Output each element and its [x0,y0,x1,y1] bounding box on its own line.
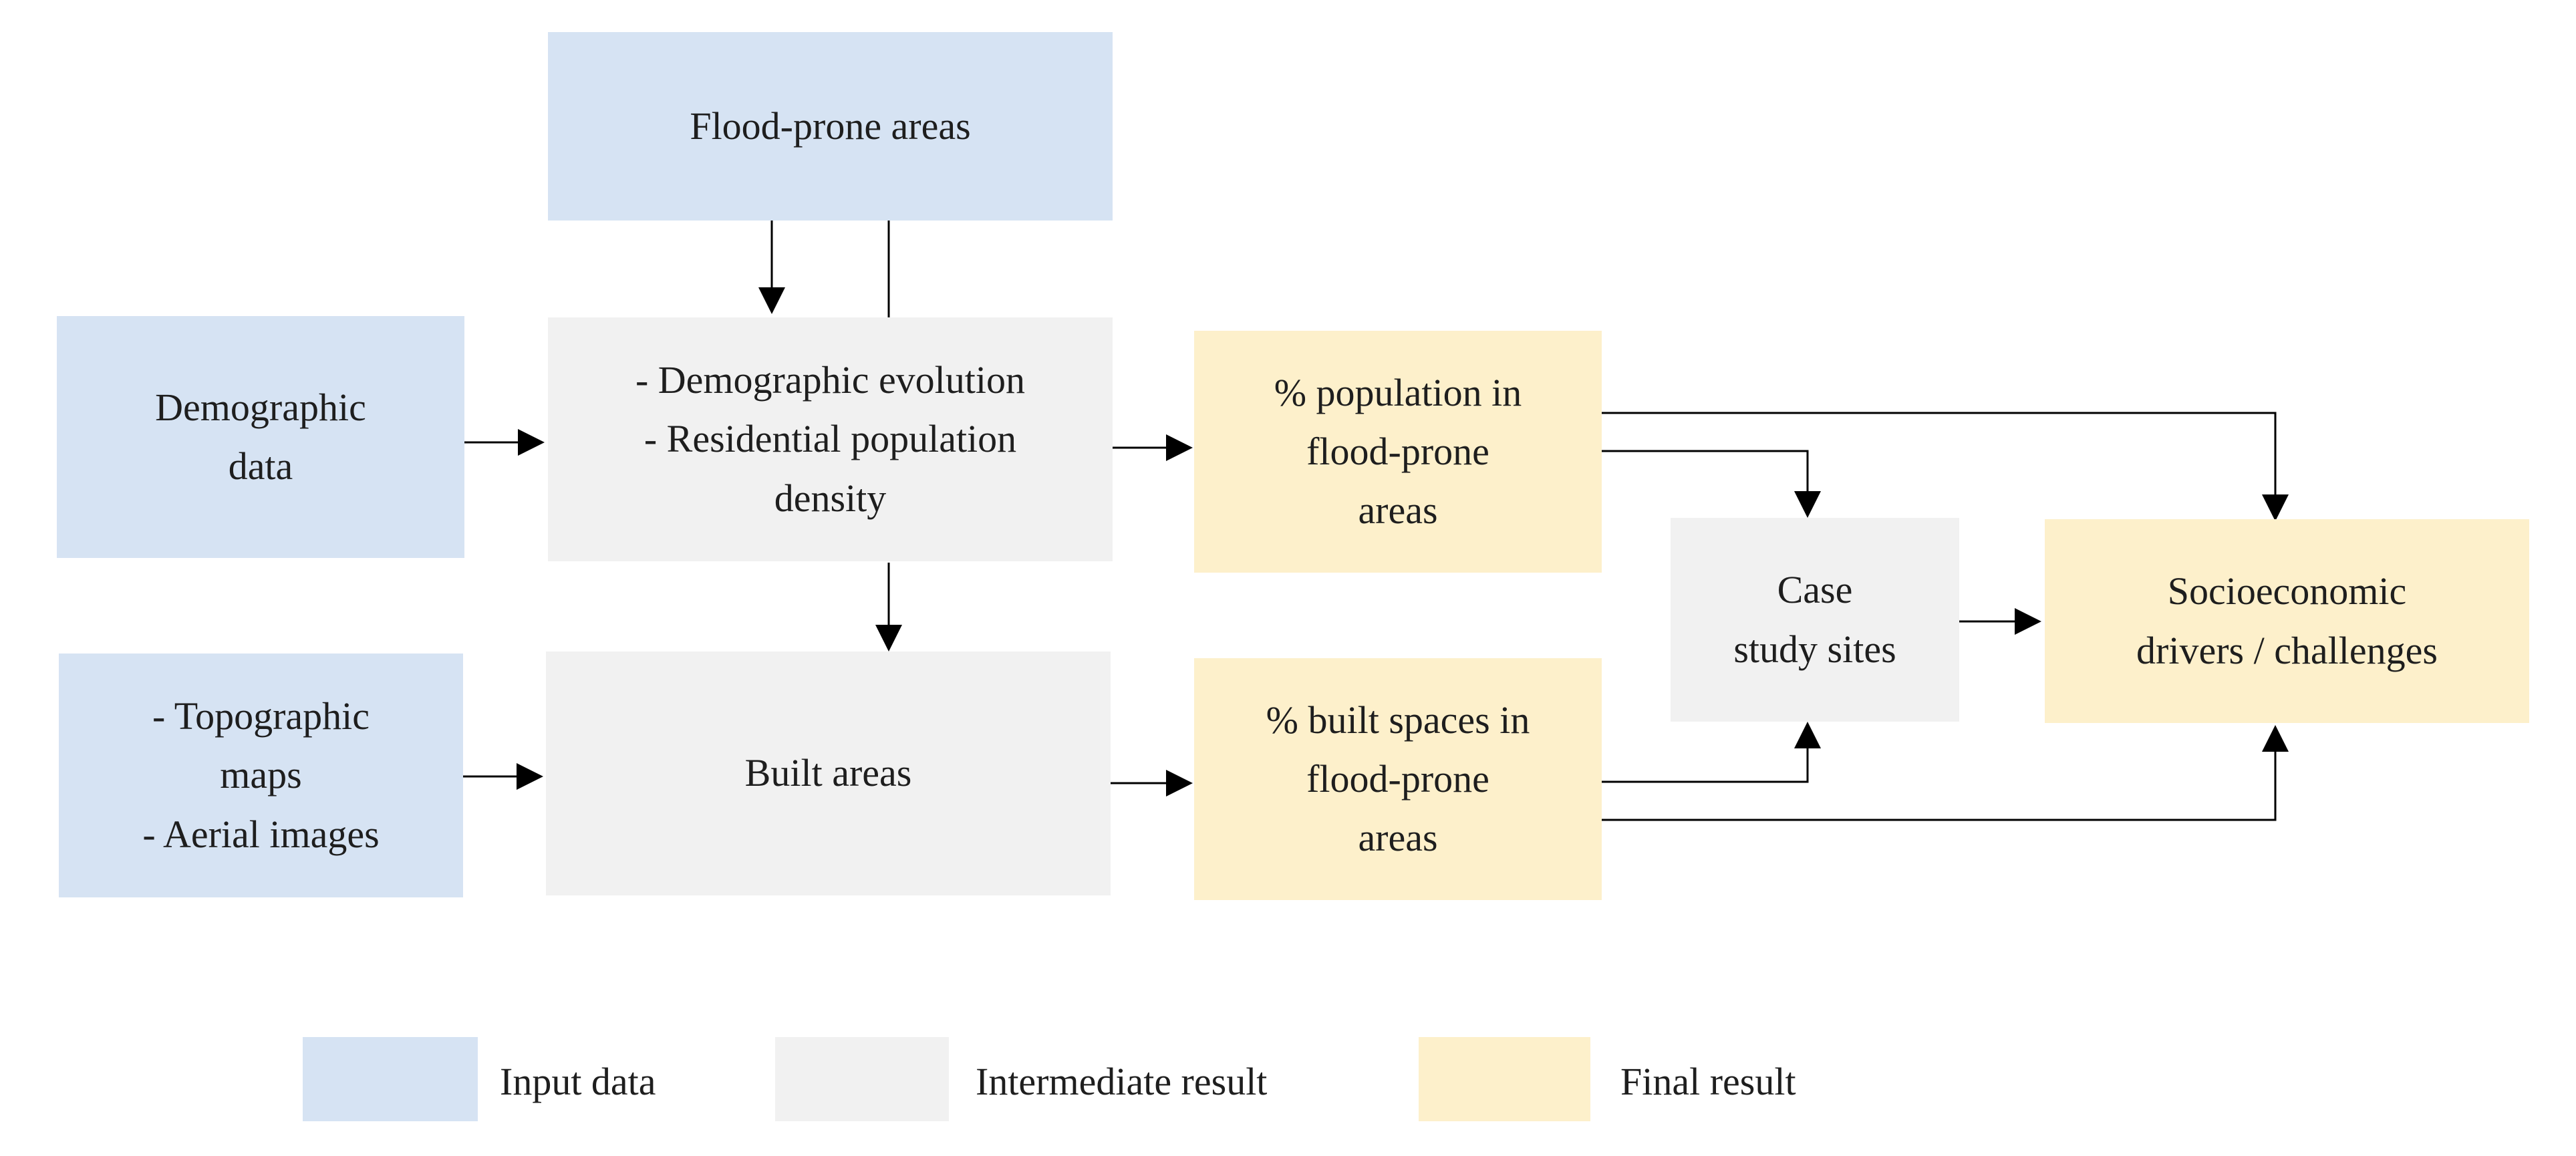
node-label: Case [1777,568,1853,612]
legend-swatch-input [303,1037,478,1121]
arrowhead [1166,770,1193,797]
legend-label-intermediate: Intermediate result [976,1060,1268,1103]
arrowhead [2262,725,2289,752]
legend-swatch-intermediate [775,1037,949,1121]
arrowhead [1166,434,1193,461]
node-label: Demographic [155,385,366,429]
node-label: drivers / challenges [2136,628,2438,672]
arrowhead [758,287,785,314]
node-label: Flood-prone areas [690,104,971,148]
arrowhead [517,763,543,790]
node-socioeconomic: Socioeconomic drivers / challenges [2045,519,2529,723]
node-pct-built: % built spaces in flood-prone areas [1194,658,1602,900]
node-label: - Demographic evolution [635,358,1026,402]
node-built-areas: Built areas [546,652,1111,895]
edge-pctpop-to-case [1602,450,1809,491]
node-case-study-sites: Case study sites [1671,518,1959,722]
edge-pctpop-to-socio [1602,412,2277,494]
node-label: density [774,476,887,520]
arrowhead [2262,494,2289,521]
edge-pctbuilt-to-case [1602,748,1809,783]
node-label: % population in [1274,370,1522,414]
node-label: maps [220,753,302,797]
node-label: - Residential population [643,417,1017,461]
node-label: data [228,444,293,488]
node-demographic-data: Demographic data [57,316,464,558]
legend-swatch-final [1419,1037,1590,1121]
node-label: areas [1358,488,1438,533]
node-label: - Aerial images [142,812,380,856]
node-demographic-evolution: - Demographic evolution - Residential po… [548,317,1113,561]
edge-pctbuilt-to-socio [1602,752,2277,821]
node-label: study sites [1733,627,1896,671]
legend-label-input: Input data [500,1060,656,1103]
node-label: flood-prone [1306,756,1489,801]
node-pct-population: % population in flood-prone areas [1194,331,1602,573]
arrowhead [875,625,902,652]
node-label: % built spaces in [1266,698,1530,742]
node-label: flood-prone [1306,429,1489,473]
arrowhead [1794,722,1821,748]
legend-label-final: Final result [1620,1060,1796,1103]
arrowhead [2015,608,2041,635]
node-label: Socioeconomic [2167,569,2407,613]
node-topographic-aerial: - Topographic maps - Aerial images [59,654,463,897]
node-label: - Topographic [152,694,370,738]
arrowhead [1794,491,1821,518]
node-label: Built areas [744,751,912,795]
arrowhead [518,429,545,456]
node-label: areas [1358,816,1438,860]
node-flood-prone-areas: Flood-prone areas [548,32,1113,221]
